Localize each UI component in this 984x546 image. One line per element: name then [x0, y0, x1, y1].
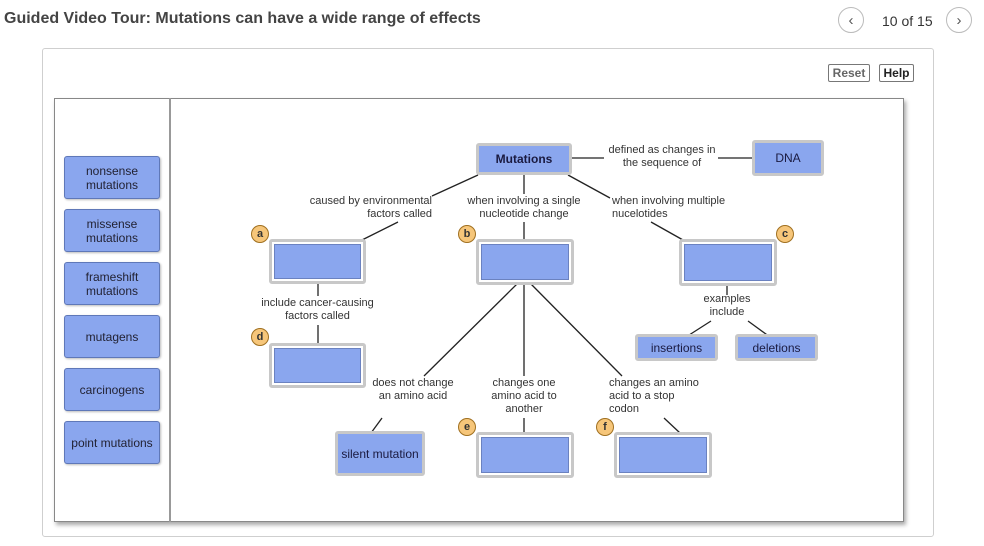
- badge-a: a: [251, 225, 269, 243]
- previous-button[interactable]: ‹: [838, 7, 864, 33]
- label-missense-mutations[interactable]: missense mutations: [64, 209, 160, 252]
- chevron-left-icon: ‹: [848, 11, 854, 29]
- drop-target-e[interactable]: [476, 432, 574, 478]
- connector-caused-by: caused by environmental factors called: [309, 195, 432, 220]
- label-mutagens[interactable]: mutagens: [64, 315, 160, 358]
- label-nonsense-mutations[interactable]: nonsense mutations: [64, 156, 160, 199]
- drop-target-f[interactable]: [614, 432, 712, 478]
- badge-f: f: [596, 418, 614, 436]
- badge-c: c: [776, 225, 794, 243]
- page-title: Guided Video Tour: Mutations can have a …: [4, 10, 481, 27]
- connector-defined-as: defined as changes in the sequence of: [608, 144, 716, 169]
- node-deletions: deletions: [735, 334, 818, 361]
- node-dna: DNA: [752, 140, 824, 176]
- page-counter: 10 of 15: [882, 13, 933, 29]
- drop-target-a[interactable]: [269, 239, 366, 284]
- connector-single-nucleotide: when involving a single nucleotide chang…: [467, 195, 581, 220]
- connector-changes-one: changes one amino acid to another: [491, 377, 557, 415]
- badge-b: b: [458, 225, 476, 243]
- node-silent-mutation: silent mutation: [335, 431, 425, 476]
- chevron-right-icon: ›: [956, 11, 962, 29]
- drop-target-b[interactable]: [476, 239, 574, 285]
- connector-no-change: does not change an amino acid: [372, 377, 454, 402]
- label-point-mutations[interactable]: point mutations: [64, 421, 160, 464]
- node-insertions: insertions: [635, 334, 718, 361]
- node-mutations: Mutations: [476, 143, 572, 175]
- connector-cancer-causing: include cancer-causing factors called: [261, 297, 374, 322]
- label-carcinogens[interactable]: carcinogens: [64, 368, 160, 411]
- badge-e: e: [458, 418, 476, 436]
- help-button[interactable]: Help: [879, 64, 914, 82]
- badge-d: d: [251, 328, 269, 346]
- drop-target-c[interactable]: [679, 239, 777, 286]
- connector-examples: examples include: [703, 293, 751, 318]
- reset-button[interactable]: Reset: [828, 64, 870, 82]
- connector-stop-codon: changes an amino acid to a stop codon: [609, 377, 699, 415]
- label-bank-divider: [169, 98, 171, 522]
- next-button[interactable]: ›: [946, 7, 972, 33]
- label-frameshift-mutations[interactable]: frameshift mutations: [64, 262, 160, 305]
- drop-target-d[interactable]: [269, 343, 366, 388]
- connector-multiple-nucleotides: when involving multiple nucelotides: [612, 195, 726, 220]
- activity-panel: [42, 48, 934, 537]
